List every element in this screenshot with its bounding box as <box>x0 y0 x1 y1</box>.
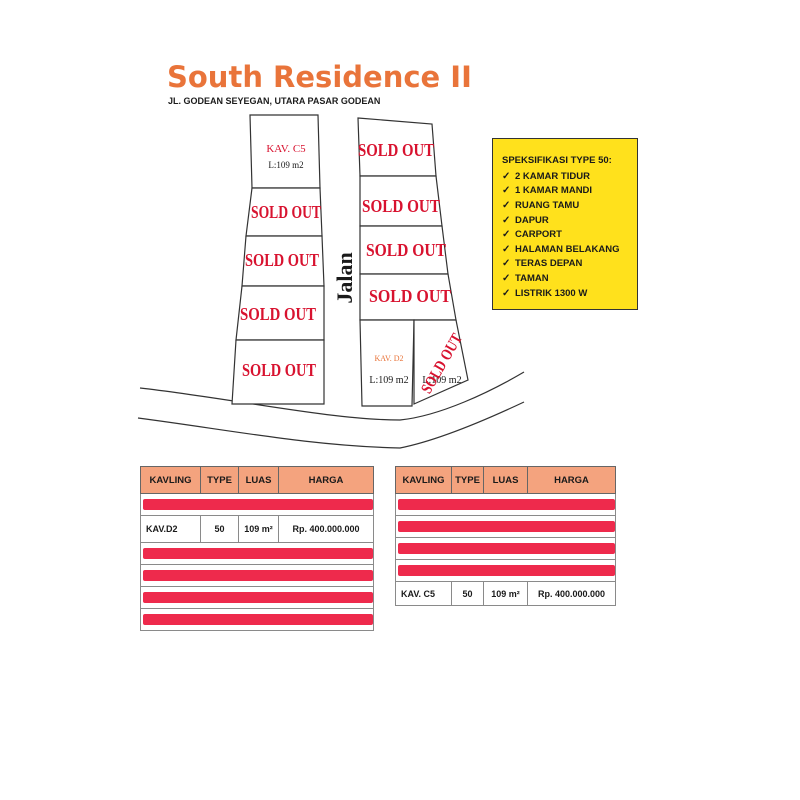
col-header-type: TYPE <box>451 466 484 494</box>
redacted-row <box>140 542 374 565</box>
cell-harga: Rp. 400.000.000 <box>527 581 616 606</box>
col-header-harga: HARGA <box>278 466 374 494</box>
redacted-row <box>395 515 616 538</box>
page-subtitle: JL. GODEAN SEYEGAN, UTARA PASAR GODEAN <box>168 96 381 106</box>
redaction-bar <box>398 565 615 576</box>
redaction-bar <box>143 570 373 581</box>
spec-item-label: CARPORT <box>515 229 562 241</box>
cell-harga: Rp. 400.000.000 <box>278 515 374 543</box>
sold-out-stamp: SOLD OUT <box>366 240 446 260</box>
col-header-type: TYPE <box>200 466 239 494</box>
specification-box: SPEKSIFIKASI TYPE 50: ✓ 2 KAMAR TIDUR ✓ 1 … <box>492 138 638 310</box>
spec-item: ✓ LISTRIK 1300 W <box>502 286 637 301</box>
spec-item: ✓ 2 KAMAR TIDUR <box>502 169 637 184</box>
lot-c5-area: L:109 m2 <box>268 160 303 170</box>
lot-c1 <box>231 339 325 405</box>
redacted-row <box>140 493 374 516</box>
spec-item-label: TAMAN <box>515 272 549 284</box>
redaction-bar <box>143 614 373 625</box>
checkmark-icon: ✓ <box>502 185 511 197</box>
sold-out-stamp: SOLD OUT <box>251 202 321 222</box>
checkmark-icon: ✓ <box>502 272 511 284</box>
spec-item-label: 2 KAMAR TIDUR <box>515 170 590 182</box>
spec-item: ✓ CARPORT <box>502 227 637 242</box>
table-row: KAV. C5 50 109 m² Rp. 400.000.000 <box>395 581 616 606</box>
spec-item-label: TERAS DEPAN <box>515 258 583 270</box>
road-edge-lower <box>137 401 525 449</box>
checkmark-icon: ✓ <box>502 170 511 182</box>
price-table-left: KAVLING TYPE LUAS HARGA KAV.D2 50 109 m²… <box>140 466 374 631</box>
redacted-row <box>395 493 616 516</box>
spec-list: ✓ 2 KAMAR TIDUR ✓ 1 KAMAR MANDI ✓ RUANG TAM… <box>502 169 637 300</box>
sold-out-stamp: SOLD OUT <box>245 250 319 270</box>
road-label: Jalan <box>332 252 357 303</box>
spec-item: ✓ DAPUR <box>502 213 637 228</box>
sold-out-stamp: SOLD OUT <box>358 140 434 160</box>
spec-item: ✓ RUANG TAMU <box>502 198 637 213</box>
spec-item: ✓ TERAS DEPAN <box>502 257 637 272</box>
checkmark-icon: ✓ <box>502 258 511 270</box>
redaction-bar <box>143 499 373 510</box>
redacted-row <box>140 564 374 587</box>
spec-item-label: DAPUR <box>515 214 549 226</box>
sold-out-stamp: SOLD OUT <box>242 360 316 380</box>
col-header-kavling: KAVLING <box>140 466 201 494</box>
redacted-row <box>140 586 374 609</box>
spec-item-label: 1 KAMAR MANDI <box>515 185 593 197</box>
spec-item: ✓ 1 KAMAR MANDI <box>502 184 637 199</box>
redaction-bar <box>398 543 615 554</box>
checkmark-icon: ✓ <box>502 199 511 211</box>
checkmark-icon: ✓ <box>502 243 511 255</box>
col-header-kavling: KAVLING <box>395 466 452 494</box>
cell-luas: 109 m² <box>483 581 528 606</box>
road-edge-upper <box>139 371 525 421</box>
lot-d1-area: L:109 m2 <box>422 375 461 386</box>
spec-item-label: LISTRIK 1300 W <box>515 287 588 299</box>
spec-item-label: RUANG TAMU <box>515 199 580 211</box>
sold-out-stamp: SOLD OUT <box>362 196 440 216</box>
cell-kavling: KAV. C5 <box>395 581 452 606</box>
col-header-luas: LUAS <box>483 466 528 494</box>
cell-type: 50 <box>451 581 484 606</box>
lot-d2: KAV. D2 L:109 m2 <box>359 319 415 407</box>
spec-item: ✓ HALAMAN BELAKANG <box>502 242 637 257</box>
col-header-harga: HARGA <box>527 466 616 494</box>
price-table-right: KAVLING TYPE LUAS HARGA KAV. C5 50 109 m… <box>395 466 616 606</box>
redacted-row <box>140 608 374 631</box>
lot-d1: L:109 m2 <box>413 319 469 405</box>
lot-d2-name: KAV. D2 <box>374 354 403 363</box>
redacted-row <box>395 537 616 560</box>
redaction-bar <box>143 548 373 559</box>
redaction-bar <box>143 592 373 603</box>
spec-item-label: HALAMAN BELAKANG <box>515 243 620 255</box>
page-title: South Residence II <box>167 60 472 94</box>
redacted-row <box>395 559 616 582</box>
cell-type: 50 <box>200 515 239 543</box>
sold-out-stamp: SOLD OUT <box>240 304 316 324</box>
lot-c5-name: KAV. C5 <box>266 143 306 155</box>
table-row: KAV.D2 50 109 m² Rp. 400.000.000 <box>140 515 374 543</box>
checkmark-icon: ✓ <box>502 287 511 299</box>
spec-title: SPEKSIFIKASI TYPE 50: <box>502 155 612 166</box>
redaction-bar <box>398 499 615 510</box>
lot-d2-area: L:109 m2 <box>369 375 408 386</box>
checkmark-icon: ✓ <box>502 214 511 226</box>
spec-item: ✓ TAMAN <box>502 271 637 286</box>
cell-kavling: KAV.D2 <box>140 515 201 543</box>
sold-out-stamp: SOLD OUT <box>369 286 451 306</box>
checkmark-icon: ✓ <box>502 229 511 241</box>
cell-luas: 109 m² <box>238 515 279 543</box>
redaction-bar <box>398 521 615 532</box>
col-header-luas: LUAS <box>238 466 279 494</box>
lot-c5: KAV. C5 L:109 m2 <box>249 114 321 189</box>
